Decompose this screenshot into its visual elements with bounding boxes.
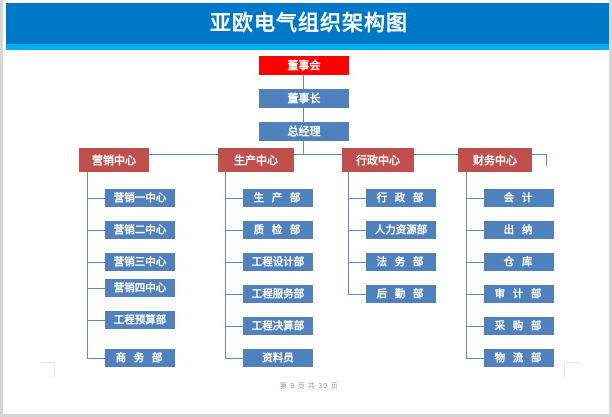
- node-general-manager[interactable]: 总经理: [259, 122, 349, 141]
- connector-admin-child-1: [348, 198, 366, 199]
- connector-marketing-child-1: [87, 198, 105, 199]
- connector-production-child-3: [225, 262, 243, 263]
- connector-chairman-to-gm: [303, 108, 304, 122]
- connector-production-child-6: [225, 358, 243, 359]
- connector-admin-spine: [348, 172, 349, 294]
- connector-marketing-spine: [87, 172, 88, 358]
- node-logistics-dept[interactable]: 物 流 部: [484, 349, 554, 367]
- connector-board-to-chairman: [303, 75, 304, 89]
- node-legal-dept[interactable]: 法 务 部: [366, 253, 436, 271]
- connector-finance-child-4: [466, 294, 484, 295]
- node-chairman[interactable]: 董事长: [259, 89, 349, 108]
- node-hr-dept[interactable]: 人力资源部: [366, 221, 436, 239]
- node-marketing-2[interactable]: 营销二中心: [105, 221, 175, 239]
- connector-finance-child-6: [466, 358, 484, 359]
- node-engineering-design[interactable]: 工程设计部: [243, 253, 313, 271]
- connector-gm-drop: [303, 141, 304, 154]
- node-engineering-service[interactable]: 工程服务部: [243, 285, 313, 303]
- connector-marketing-child-4: [87, 288, 105, 289]
- node-engineering-settlement[interactable]: 工程决算部: [243, 317, 313, 335]
- connector-production-child-5: [225, 326, 243, 327]
- connector-production-child-2: [225, 230, 243, 231]
- margin-corner-bottom-right: [564, 362, 579, 377]
- node-marketing-4[interactable]: 营销四中心: [105, 279, 175, 297]
- node-archivist[interactable]: 资料员: [243, 349, 313, 367]
- connector-finance-child-3: [466, 262, 484, 263]
- node-admin-center[interactable]: 行政中心: [342, 148, 414, 172]
- org-chart: 董事会 董事长 总经理 营销中心 生产中心 行政中心 财务中心 营销一中心 营销…: [3, 50, 609, 414]
- node-production-dept[interactable]: 生 产 部: [243, 189, 313, 207]
- node-marketing-1[interactable]: 营销一中心: [105, 189, 175, 207]
- node-cashier[interactable]: 出 纳: [484, 221, 554, 239]
- node-logistics-support-dept[interactable]: 后 勤 部: [366, 285, 436, 303]
- connector-admin-child-3: [348, 262, 366, 263]
- node-accounting[interactable]: 会 计: [484, 189, 554, 207]
- node-business-dept[interactable]: 商 务 部: [105, 349, 175, 367]
- connector-finance-child-1: [466, 198, 484, 199]
- connector-finance-spine: [466, 172, 467, 358]
- title-banner-accent-stripe: [6, 44, 609, 50]
- connector-admin-child-2: [348, 230, 366, 231]
- connector-center-bus: [114, 154, 546, 155]
- margin-corner-bottom-left: [40, 362, 55, 377]
- page-footer: 第 3 页 共 30 页: [279, 382, 339, 390]
- connector-marketing-child-6: [87, 358, 105, 359]
- node-marketing-center[interactable]: 营销中心: [79, 148, 149, 172]
- connector-production-child-4: [225, 294, 243, 295]
- node-engineering-budget[interactable]: 工程预算部: [105, 311, 175, 329]
- node-purchasing-dept[interactable]: 采 购 部: [484, 317, 554, 335]
- node-admin-dept[interactable]: 行 政 部: [366, 189, 436, 207]
- node-finance-center[interactable]: 财务中心: [458, 148, 532, 172]
- connector-marketing-child-2: [87, 230, 105, 231]
- connector-production-spine: [225, 172, 226, 358]
- page-title: 亚欧电气组织架构图: [210, 11, 408, 35]
- connector-marketing-child-5: [87, 320, 105, 321]
- connector-admin-child-4: [348, 294, 366, 295]
- node-warehouse[interactable]: 仓 库: [484, 253, 554, 271]
- node-board[interactable]: 董事会: [259, 56, 349, 75]
- node-production-center[interactable]: 生产中心: [218, 148, 294, 172]
- node-quality-dept[interactable]: 质 检 部: [243, 221, 313, 239]
- node-marketing-3[interactable]: 营销三中心: [105, 253, 175, 271]
- connector-production-child-1: [225, 198, 243, 199]
- node-audit-dept[interactable]: 审 计 部: [484, 285, 554, 303]
- connector-finance-child-2: [466, 230, 484, 231]
- connector-marketing-child-3: [87, 262, 105, 263]
- connector-finance-child-5: [466, 326, 484, 327]
- title-banner: 亚欧电气组织架构图: [6, 3, 609, 44]
- connector-bus-to-finance: [546, 154, 547, 166]
